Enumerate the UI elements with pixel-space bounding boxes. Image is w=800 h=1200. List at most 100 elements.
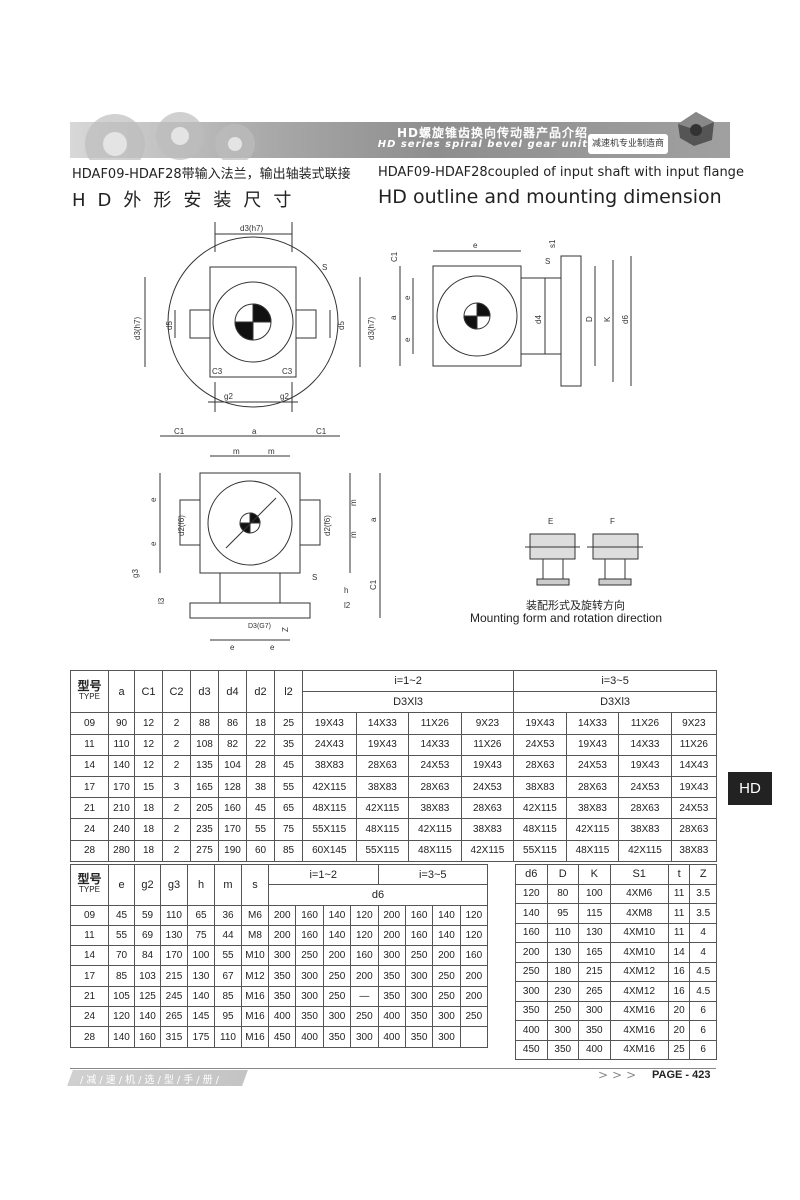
table-cell: 400 <box>295 1026 324 1048</box>
bottom-view-drawing: C1 a C1 m m e e d2(f6) d2(f6) m m a C1 g… <box>131 428 381 652</box>
table-cell: 24 <box>70 818 109 841</box>
table-cell: 11 <box>667 903 691 924</box>
table-cell: 400 <box>267 1006 297 1028</box>
table-cell: 14 <box>70 945 109 967</box>
table-cell: 42X115 <box>302 775 357 799</box>
table-cell: 128 <box>218 775 247 799</box>
table-cell: 2 <box>162 839 191 862</box>
table-cell: 21 <box>70 797 109 820</box>
table-cell: 14X33 <box>618 733 672 756</box>
table-cell: 200 <box>322 945 352 967</box>
table-cell: 14 <box>667 942 691 963</box>
label-d4: d4 <box>534 315 543 324</box>
table-cell: 300 <box>350 1026 379 1048</box>
table-cell: 110 <box>546 922 580 943</box>
table-cell: 120 <box>108 1006 135 1028</box>
table-cell: 95 <box>546 903 580 924</box>
table-cell: 160 <box>515 922 548 943</box>
table-cell: 11 <box>70 733 109 756</box>
table-cell: 140 <box>432 924 461 947</box>
label-d6: d6 <box>621 315 630 324</box>
type-header-en: TYPE <box>79 885 100 895</box>
table-cell: 4.5 <box>689 981 717 1002</box>
label-l2: l2 <box>344 601 351 610</box>
table-cell: 100 <box>187 945 215 967</box>
table-cell: 20 <box>667 1000 691 1021</box>
table-cell: 19X43 <box>670 775 718 799</box>
table-cell: 28X63 <box>355 754 410 777</box>
label-s1: s1 <box>548 239 557 248</box>
table-cell: 280 <box>108 839 135 862</box>
table-cell: 67 <box>214 965 242 987</box>
header-sub-2: D3Xl3 <box>513 691 717 714</box>
table-cell: 24X53 <box>513 733 567 756</box>
table-cell: 38X83 <box>408 797 462 820</box>
table-cell: 215 <box>578 961 611 982</box>
label-g2-right: g2 <box>280 392 289 401</box>
mount-caption-en: Mounting form and rotation direction <box>470 611 663 625</box>
table-cell: 38X83 <box>513 775 567 799</box>
table-cell: 2 <box>162 818 191 841</box>
table-cell: 300 <box>404 985 434 1008</box>
table-cell: 450 <box>515 1039 548 1060</box>
table-cell: 84 <box>134 945 161 967</box>
table-cell: 55 <box>108 924 135 947</box>
table-cell: 69 <box>134 924 161 947</box>
table-cell: 14X33 <box>355 712 410 735</box>
table-cell: 110 <box>160 904 188 926</box>
table-cell: 42X115 <box>513 797 567 820</box>
table-cell: 350 <box>404 1006 434 1028</box>
table-cell: 11 <box>70 924 109 947</box>
label-m-r1: m <box>349 499 358 506</box>
flange-header-cell: d6 <box>515 864 548 885</box>
table-cell: 200 <box>459 985 489 1008</box>
table-cell: 42X115 <box>618 839 672 862</box>
header-c1: C1 <box>134 669 163 714</box>
flange-header-cell: D <box>546 864 580 885</box>
table-cell: 48X115 <box>565 839 620 862</box>
table-cell: 60 <box>246 839 275 862</box>
table-cell: 18 <box>134 797 163 820</box>
header-s: s <box>241 864 269 906</box>
table-cell: M16 <box>241 1006 269 1028</box>
table-cell: 200 <box>377 904 406 926</box>
table-cell: 130 <box>160 924 188 947</box>
flange-header-cell: K <box>578 864 611 885</box>
header-l2: l2 <box>274 669 303 714</box>
footer-arrows-icon: >>> <box>598 1068 641 1082</box>
table-cell: — <box>350 985 379 1008</box>
table-cell: 160 <box>404 904 434 926</box>
flange-header-cell: Z <box>689 864 717 885</box>
table-cell: 165 <box>190 775 219 799</box>
table-cell: 265 <box>578 981 611 1002</box>
table-cell: M12 <box>241 965 269 987</box>
table-cell: 45 <box>108 904 135 926</box>
table-cell: M16 <box>241 1026 269 1048</box>
table-cell: 14 <box>70 754 109 777</box>
table-cell: 160 <box>218 797 247 820</box>
label-s: S <box>545 257 550 266</box>
label-D: D <box>585 316 594 322</box>
flange-header-cell: t <box>667 864 691 885</box>
table-cell: 12 <box>134 712 163 735</box>
table-cell: 28X63 <box>565 775 620 799</box>
table-cell: 2 <box>162 733 191 756</box>
label-e-left-1: e <box>149 497 158 502</box>
table-cell: 205 <box>190 797 219 820</box>
label-l3: l3 <box>157 597 166 604</box>
table-cell: 400 <box>578 1039 611 1060</box>
table-cell: 180 <box>546 961 580 982</box>
table-cell: 250 <box>404 945 434 967</box>
section-tab-hd[interactable]: HD <box>728 772 772 805</box>
table-cell: 35 <box>274 733 303 756</box>
table-cell: 19X43 <box>513 712 567 735</box>
label-mount-e: E <box>548 517 553 526</box>
